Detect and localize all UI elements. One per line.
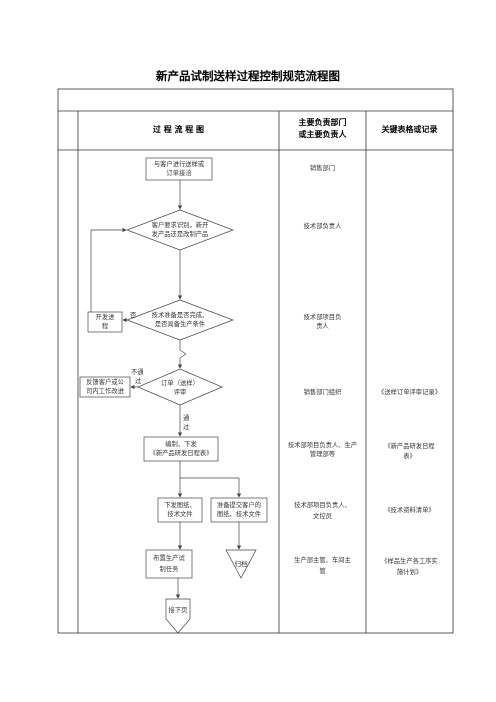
step7-box	[145, 549, 193, 579]
header-department-line1: 主要负责部门	[298, 118, 347, 127]
record-4-line2: 施计划》	[396, 569, 423, 576]
feedback-box	[79, 376, 131, 398]
step2-text-line2: 发产品还是改制产品	[151, 231, 209, 238]
step5-box	[143, 436, 219, 462]
step4-text-line1: 订单（送样）	[161, 380, 199, 387]
department-5-line2: 管理部等	[309, 451, 336, 458]
step3-text-line1: 技术准备是否完成、	[151, 312, 209, 319]
development-progress-box	[87, 311, 123, 333]
department-5-line1: 技术部项目负责人、生产	[287, 442, 358, 449]
step7-text-line1: 布置生产试	[153, 555, 185, 562]
pass-label-line2: 过	[183, 424, 190, 431]
step5-text-line1: 编制、下发	[165, 441, 197, 448]
record-3: 《技术资料清单》	[384, 507, 435, 514]
department-6-line1: 技术部项目负责人、	[294, 502, 351, 509]
department-3-line1: 技术部项目负	[303, 314, 342, 321]
department-3-line2: 责人	[316, 323, 329, 330]
step6a-text-line1: 下发图纸、	[164, 502, 196, 509]
header-records: 关键表格或记录	[381, 125, 438, 134]
next-page-text: 接下页	[168, 607, 188, 614]
archive-triangle	[225, 549, 257, 579]
fail-label-line1: 不通	[131, 369, 144, 376]
record-1: 《送样订单评审记录》	[378, 389, 441, 396]
step6a-text-line2: 技术文件	[167, 511, 193, 518]
department-4: 销售部门组织	[303, 389, 342, 396]
record-2-line2: 表》	[403, 453, 416, 460]
development-text-line1: 开发进	[95, 314, 115, 321]
feedback-text-line2: 司内工作改进	[86, 388, 124, 395]
step5-text-line2: 《新产品研发日程表》	[149, 450, 213, 457]
development-text-line2: 程	[101, 323, 109, 330]
fail-label-line2: 过	[135, 378, 142, 385]
step4-text-line2: 评审	[173, 389, 187, 396]
step2-text-line1: 客户要求识别，新开	[151, 222, 209, 229]
pass-label-line1: 通	[183, 415, 190, 422]
next-page-connector	[165, 598, 191, 634]
no-label: 否	[130, 312, 137, 319]
archive-text: 归档	[234, 561, 248, 568]
record-2-line1: 《新产品研发日程	[384, 443, 435, 450]
department-7-line1: 生产部主管、车间主	[294, 557, 351, 564]
step1-text-line2: 订单接洽	[166, 170, 192, 177]
step7-text-line2: 制任务	[159, 566, 179, 573]
header-flow: 过 程 流 程 图	[152, 125, 205, 134]
table-grid	[57, 88, 454, 634]
record-4-line1: 《样品生产各工序实	[381, 558, 438, 565]
feedback-text-line1: 反馈客户或公	[86, 379, 124, 386]
step6b-text-line1: 准备提交客户的	[216, 502, 262, 509]
department-1: 销售部门	[309, 165, 336, 172]
department-2: 技术部负责人	[303, 223, 342, 230]
department-7-line2: 管	[319, 568, 326, 575]
step1-box	[145, 157, 213, 181]
step3-text-line2: 是否具备生产条件	[154, 321, 206, 328]
page-title: 新产品试制送样过程控制规范流程图	[156, 69, 340, 83]
step1-text-line1: 与客户进行送样或	[153, 161, 205, 168]
header-department-line2: 或主要负责人	[298, 130, 347, 139]
step6b-text-line2: 图纸、技术文件	[216, 511, 262, 518]
department-6-line2: 文控员	[313, 513, 332, 520]
